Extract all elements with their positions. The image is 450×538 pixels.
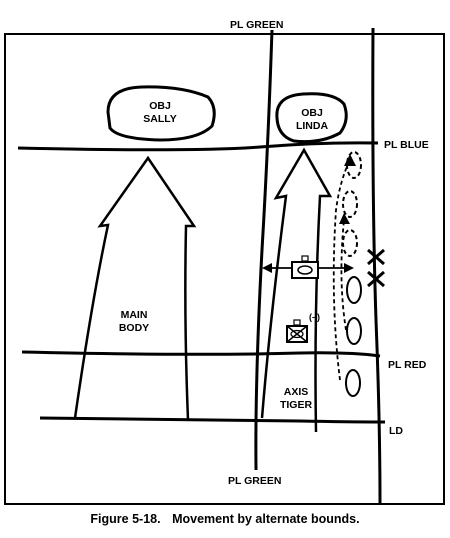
label-pl-green-bottom: PL GREEN: [228, 475, 281, 487]
current-position-1: [346, 276, 362, 304]
label-axis-tiger-2: TIGER: [280, 399, 313, 411]
figure-title: Movement by alternate bounds.: [172, 512, 360, 526]
label-ld: LD: [389, 425, 403, 437]
phase-line-green: [254, 29, 274, 471]
current-position-2: [346, 317, 362, 345]
figure-caption: Figure 5-18. Movement by alternate bound…: [0, 512, 450, 526]
figure-number: Figure 5-18.: [90, 512, 161, 526]
current-position-3: [345, 369, 361, 397]
label-pl-blue: PL BLUE: [384, 139, 429, 151]
bounding-arrowheads: [339, 154, 356, 224]
objective-linda-shape: [275, 92, 348, 144]
phase-line-red: [21, 350, 381, 358]
label-axis-tiger-1: AXIS: [284, 386, 309, 398]
label-obj-linda-1: OBJ: [301, 107, 323, 119]
label-pl-red: PL RED: [388, 359, 427, 371]
bounding-arrows: [332, 159, 351, 381]
label-reduced-unit: (–): [309, 312, 320, 322]
main-body-arrow: [73, 155, 197, 421]
reduced-unit-symbol: [286, 319, 308, 343]
planned-position-3: [342, 229, 358, 257]
right-boundary-line: [371, 27, 382, 506]
label-pl-green-top: PL GREEN: [230, 19, 283, 31]
boundary-xx-symbol: [367, 248, 385, 288]
objective-sally-shape: [106, 85, 216, 142]
label-main-body-2: BODY: [119, 322, 149, 334]
phase-line-blue: [17, 141, 379, 152]
diagram-frame: [4, 33, 445, 505]
axis-tiger-arrow: [260, 147, 333, 433]
line-of-departure: [39, 416, 386, 424]
label-obj-sally-2: SALLY: [143, 113, 176, 125]
label-obj-linda-2: LINDA: [296, 120, 328, 132]
planned-position-2: [342, 190, 358, 218]
recon-unit-symbol: [291, 255, 319, 279]
label-main-body-1: MAIN: [121, 309, 148, 321]
label-obj-sally-1: OBJ: [149, 100, 171, 112]
